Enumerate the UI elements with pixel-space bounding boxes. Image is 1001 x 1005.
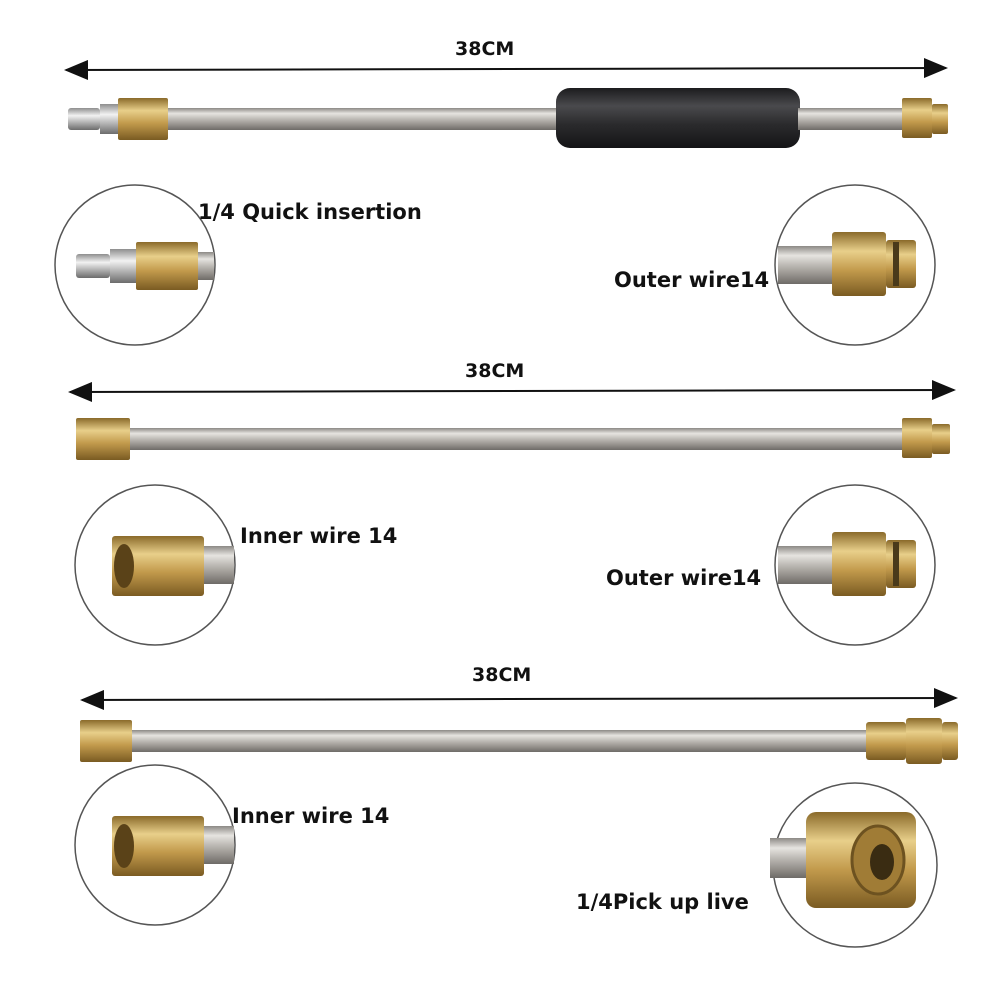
right-detail-label-1: Outer wire14: [614, 268, 770, 292]
detail-pick-up-live: [770, 782, 938, 948]
rod-1: [64, 58, 948, 148]
rod-3: [80, 688, 958, 764]
left-detail-label-2: Inner wire 14: [240, 524, 398, 548]
detail-inner-wire-2: [74, 764, 236, 926]
length-label-3: 38CM: [472, 664, 532, 686]
length-label-1: 38CM: [455, 38, 515, 60]
rod-2: [68, 380, 956, 460]
left-detail-label-3: Inner wire 14: [232, 804, 390, 828]
dimension-arrow-1: [64, 58, 948, 80]
left-detail-label-1: 1/4 Quick insertion: [198, 200, 422, 224]
dimension-arrow-3: [80, 688, 958, 710]
dimension-arrow-2: [68, 380, 956, 402]
right-detail-label-3: 1/4Pick up live: [576, 890, 749, 914]
detail-inner-wire-1: [74, 484, 236, 646]
length-label-2: 38CM: [465, 360, 525, 382]
detail-outer-wire-1: [774, 184, 936, 346]
detail-quick-insertion: [54, 184, 216, 346]
detail-outer-wire-2: [774, 484, 936, 646]
right-detail-label-2: Outer wire14: [606, 566, 762, 590]
